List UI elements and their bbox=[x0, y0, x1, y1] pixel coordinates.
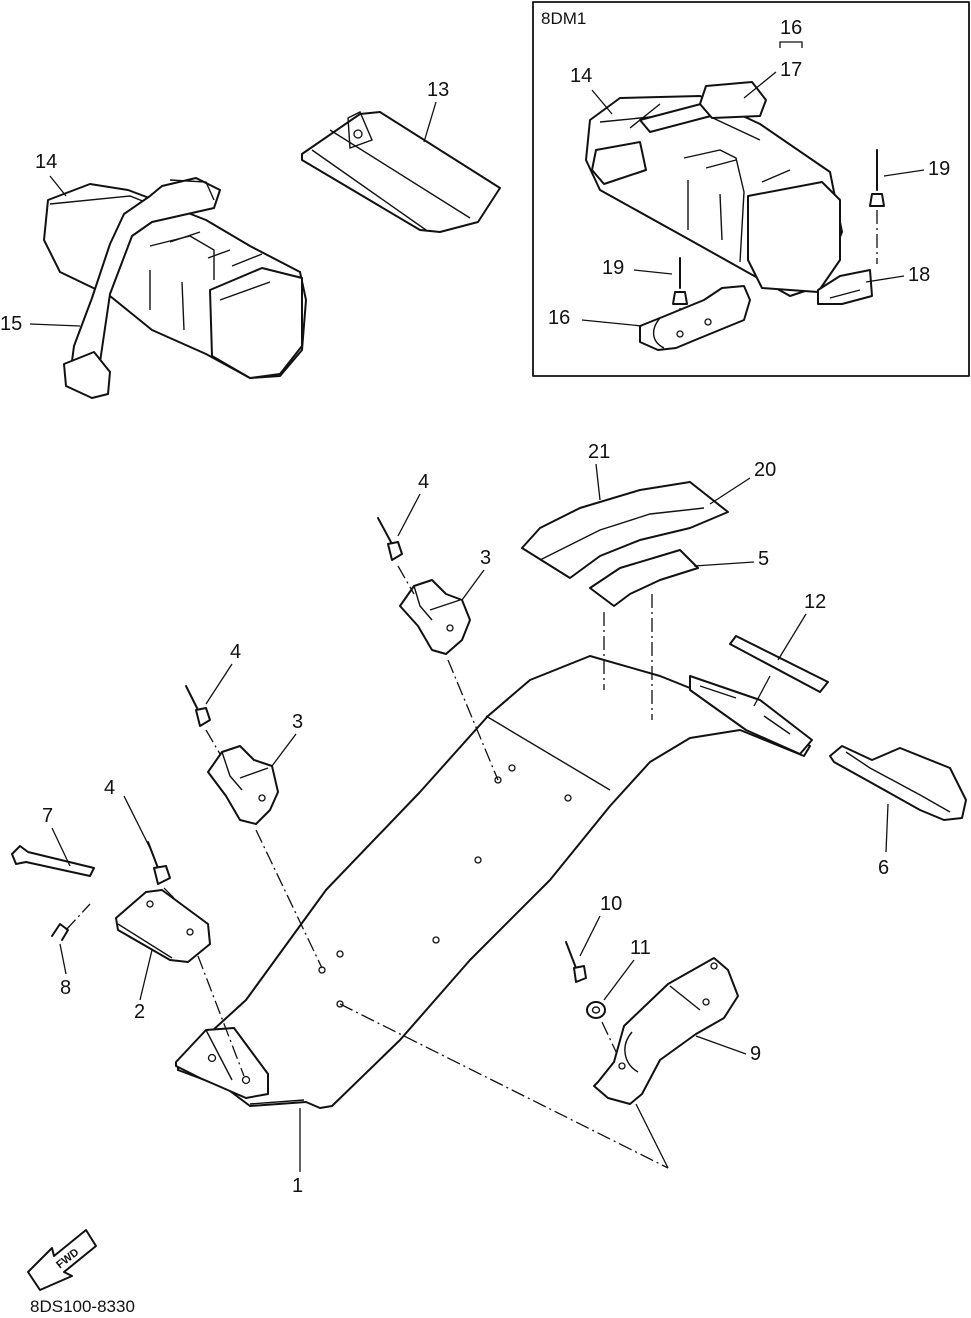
label-4-middle: 4 bbox=[230, 641, 241, 663]
bracket-16 bbox=[639, 285, 751, 351]
label-4-lower: 4 bbox=[104, 777, 115, 799]
fwd-arrow-icon: FWD bbox=[27, 1229, 97, 1291]
label-9: 9 bbox=[750, 1043, 761, 1065]
label-17: 17 bbox=[780, 59, 802, 81]
rivet-10 bbox=[565, 941, 587, 983]
pad-5 bbox=[589, 549, 699, 607]
bracket-3-upper bbox=[399, 579, 471, 655]
label-8: 8 bbox=[60, 977, 71, 999]
label-19-left: 19 bbox=[602, 257, 624, 279]
label-6: 6 bbox=[878, 857, 889, 879]
label-7: 7 bbox=[42, 805, 53, 827]
nut-11 bbox=[586, 1001, 606, 1019]
label-13: 13 bbox=[427, 79, 449, 101]
tool-bag-14 bbox=[43, 177, 307, 399]
label-10: 10 bbox=[600, 893, 622, 915]
label-20: 20 bbox=[754, 459, 776, 481]
label-16-inset-top: 16 bbox=[780, 17, 802, 39]
label-1: 1 bbox=[292, 1175, 303, 1197]
rivet-4-middle bbox=[185, 685, 221, 755]
bracket-9 bbox=[593, 957, 739, 1105]
clip-8 bbox=[51, 903, 91, 941]
label-16-inset: 16 bbox=[548, 307, 570, 329]
inset-8dm1: 8DM1 16 17 14 19 bbox=[532, 1, 970, 377]
bracket-3-lower bbox=[207, 745, 279, 825]
diagram-code: 8DS100-8330 bbox=[30, 1297, 135, 1316]
inset-model-code: 8DM1 bbox=[541, 9, 586, 28]
label-14-inset: 14 bbox=[570, 65, 592, 87]
label-4-upper: 4 bbox=[418, 471, 429, 493]
label-3-lower: 3 bbox=[292, 711, 303, 733]
pin-7 bbox=[11, 845, 95, 877]
label-3-upper: 3 bbox=[480, 547, 491, 569]
tool-bag-inset bbox=[585, 81, 843, 297]
label-11: 11 bbox=[630, 937, 651, 959]
label-18: 18 bbox=[908, 264, 930, 286]
rivet-4-upper bbox=[377, 517, 415, 595]
rear-carrier-1 bbox=[175, 655, 813, 1109]
label-19-right: 19 bbox=[928, 158, 950, 180]
label-2: 2 bbox=[134, 1001, 145, 1023]
rod-12 bbox=[729, 635, 829, 693]
hinge-2 bbox=[115, 889, 211, 963]
handle-6 bbox=[829, 745, 967, 821]
label-14: 14 bbox=[35, 151, 57, 173]
clip-18 bbox=[817, 269, 873, 305]
label-12: 12 bbox=[804, 591, 826, 613]
label-15: 15 bbox=[0, 313, 22, 335]
label-5: 5 bbox=[758, 548, 769, 570]
rivet-19-right bbox=[869, 149, 885, 264]
pad-21-20 bbox=[521, 481, 729, 579]
owners-manual-13 bbox=[301, 111, 501, 233]
label-21: 21 bbox=[588, 441, 610, 463]
